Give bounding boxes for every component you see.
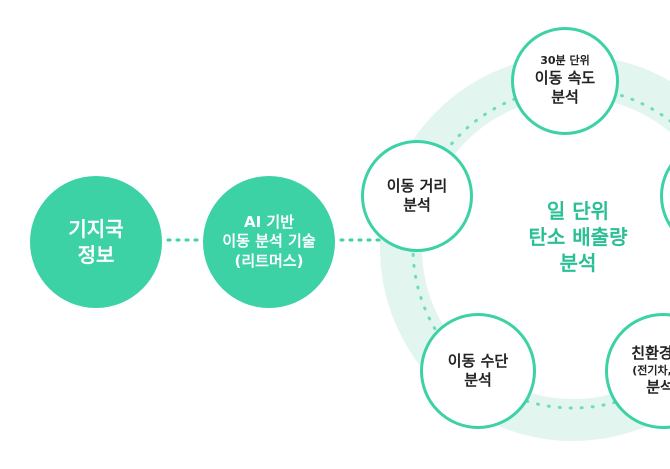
distance-label-line2: 분석 [403, 196, 431, 214]
ai-analysis-node: AI 기반 이동 분석 기술 (리트머스) [203, 176, 335, 308]
base-station-node: 기지국 정보 [30, 176, 162, 308]
speed-label-line2: 분석 [551, 88, 579, 107]
ai-analysis-label-line1: AI 기반 [243, 212, 294, 231]
distance-label-line1: 이동 거리 [386, 176, 448, 195]
mode-label-line2: 분석 [464, 371, 492, 389]
distance-analysis-node: 이동 거리 분석 [361, 140, 473, 252]
ai-analysis-label-line2: 이동 분석 기술 [222, 232, 316, 251]
mode-analysis-node: 이동 수단 분석 [420, 313, 536, 429]
hub-label: 일 단위 탄소 배출량 분석 [478, 198, 670, 276]
speed-caption: 30분 단위 [540, 54, 590, 68]
hub-label-line2: 탄소 배출량 [528, 225, 628, 249]
eco-label-line2: (전기차, [632, 363, 670, 377]
base-station-label-line1: 기지국 [68, 217, 124, 241]
hub-label-line1: 일 단위 [546, 199, 610, 223]
mode-label-line1: 이동 수단 [447, 351, 509, 370]
base-station-label-line2: 정보 [77, 243, 115, 267]
speed-analysis-node: 30분 단위 이동 속도 분석 [511, 27, 619, 135]
hub-label-line3: 분석 [559, 251, 597, 275]
ai-analysis-label-line3: (리트머스) [234, 251, 304, 270]
speed-label-line1: 이동 속도 [534, 68, 596, 87]
eco-label-line1: 친환경 [631, 344, 670, 363]
eco-label-line3: 분석 [646, 378, 670, 397]
